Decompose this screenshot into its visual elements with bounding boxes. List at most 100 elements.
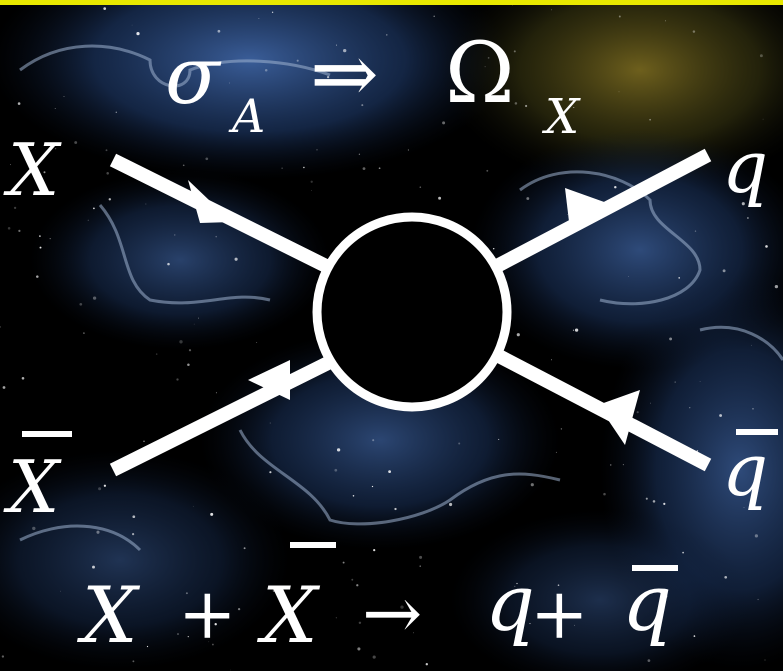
star	[106, 172, 109, 175]
star	[230, 670, 231, 671]
star	[210, 513, 213, 516]
reaction-x: X	[76, 571, 141, 661]
star	[649, 119, 651, 121]
star	[187, 363, 190, 366]
star	[420, 186, 422, 188]
star	[372, 439, 374, 441]
star	[96, 531, 99, 534]
star	[575, 328, 578, 331]
star	[363, 167, 366, 170]
label-q: q	[722, 125, 768, 209]
star	[755, 534, 758, 537]
star	[8, 227, 11, 230]
star	[143, 441, 144, 442]
star	[259, 18, 260, 19]
star	[693, 30, 695, 32]
star	[408, 150, 409, 151]
star	[486, 170, 488, 172]
star	[760, 54, 763, 57]
star	[531, 483, 534, 486]
star	[420, 565, 421, 566]
star	[281, 168, 282, 169]
label-xbar: X	[3, 445, 62, 529]
star	[297, 60, 299, 62]
star	[653, 500, 656, 503]
star	[724, 576, 727, 579]
star	[79, 303, 82, 306]
star	[55, 108, 56, 109]
star	[50, 238, 51, 239]
star	[394, 508, 396, 510]
reaction-plus-2: +	[530, 573, 589, 655]
implies-arrow: ⇒	[310, 27, 379, 122]
star	[650, 403, 651, 404]
omega-subscript: X	[541, 89, 581, 145]
star	[39, 235, 41, 237]
star	[751, 345, 752, 346]
sigma-subscript: A	[228, 89, 265, 143]
top-border	[0, 0, 783, 5]
star	[614, 186, 616, 188]
star	[674, 381, 675, 382]
star	[763, 119, 764, 120]
star	[573, 330, 574, 331]
star	[567, 214, 568, 215]
star	[216, 392, 217, 393]
star	[700, 381, 701, 382]
interaction-vertex	[317, 217, 507, 407]
reaction-xbar: X	[256, 571, 321, 661]
star	[18, 230, 20, 232]
star	[22, 377, 25, 380]
star	[556, 452, 557, 453]
star	[637, 411, 639, 413]
star	[757, 599, 758, 600]
star	[678, 277, 680, 279]
star	[116, 112, 117, 113]
star	[351, 579, 353, 581]
star	[316, 149, 318, 151]
star	[183, 164, 185, 166]
star	[694, 635, 696, 637]
star	[438, 197, 441, 200]
star	[244, 547, 246, 549]
star	[269, 471, 271, 473]
star	[179, 340, 182, 343]
star	[648, 659, 651, 662]
star	[229, 83, 230, 84]
star	[775, 285, 778, 288]
star	[83, 332, 85, 334]
star	[359, 154, 360, 155]
star	[628, 276, 629, 277]
star	[623, 464, 624, 465]
star	[618, 91, 619, 92]
star	[189, 349, 191, 351]
star	[665, 21, 666, 22]
star	[517, 333, 520, 336]
star	[103, 7, 106, 10]
star	[88, 220, 89, 221]
reaction-q: q	[485, 559, 535, 649]
star	[3, 386, 6, 389]
star	[147, 646, 148, 647]
reaction-arrow: →	[362, 571, 422, 655]
star	[515, 102, 518, 105]
star	[93, 208, 95, 210]
star	[764, 659, 765, 660]
star	[235, 258, 238, 261]
star	[343, 562, 345, 564]
star	[752, 408, 754, 410]
star	[372, 486, 373, 487]
star	[18, 102, 21, 105]
star	[106, 149, 108, 151]
star	[765, 245, 768, 248]
star	[723, 269, 726, 272]
star	[270, 423, 271, 424]
star	[109, 198, 111, 200]
star	[205, 157, 208, 160]
star	[449, 503, 452, 506]
star	[386, 34, 387, 35]
star	[265, 69, 268, 72]
star	[379, 167, 381, 169]
star	[156, 353, 157, 354]
